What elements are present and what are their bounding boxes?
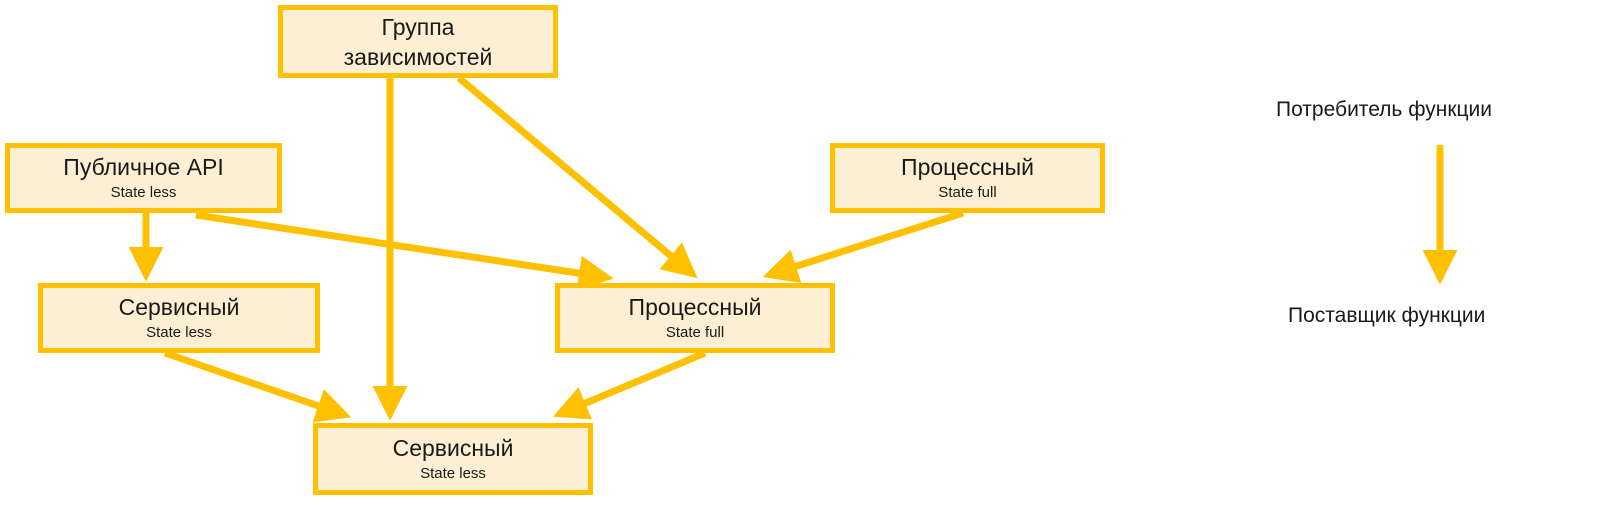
edge-service-mid-to-service-bottom xyxy=(163,349,352,423)
edge-dependency-group-to-process-mid xyxy=(456,75,698,279)
edge-public-api-to-process-mid xyxy=(195,211,614,291)
node-subtitle: State full xyxy=(665,324,725,341)
node-process-top[interactable]: Процессный State full xyxy=(830,143,1105,213)
node-public-api[interactable]: Публичное API State less xyxy=(5,143,282,213)
legend-consumer-label: Потребитель функции xyxy=(1276,98,1493,121)
node-dependency-group[interactable]: Группа зависимостей xyxy=(278,5,558,78)
node-title: Публичное API xyxy=(63,154,224,180)
node-subtitle: State less xyxy=(146,324,212,341)
node-title: Процессный xyxy=(901,154,1034,180)
edge-process-mid-to-service-bottom xyxy=(552,349,707,420)
node-subtitle: State less xyxy=(110,184,177,201)
node-subtitle: State full xyxy=(938,184,997,201)
node-service-bottom[interactable]: Сервисный State less xyxy=(313,423,593,495)
legend-provider-label: Поставщик функции xyxy=(1288,304,1486,327)
node-subtitle: State less xyxy=(420,465,486,482)
node-title: Сервисный xyxy=(118,294,240,320)
node-title: Процессный xyxy=(628,294,762,320)
node-process-mid[interactable]: Процессный State full xyxy=(555,283,835,353)
edge-process-top-to-process-mid xyxy=(762,209,965,284)
node-title: Группа зависимостей xyxy=(343,13,493,70)
node-service-mid[interactable]: Сервисный State less xyxy=(38,283,320,353)
node-title: Сервисный xyxy=(392,435,514,461)
